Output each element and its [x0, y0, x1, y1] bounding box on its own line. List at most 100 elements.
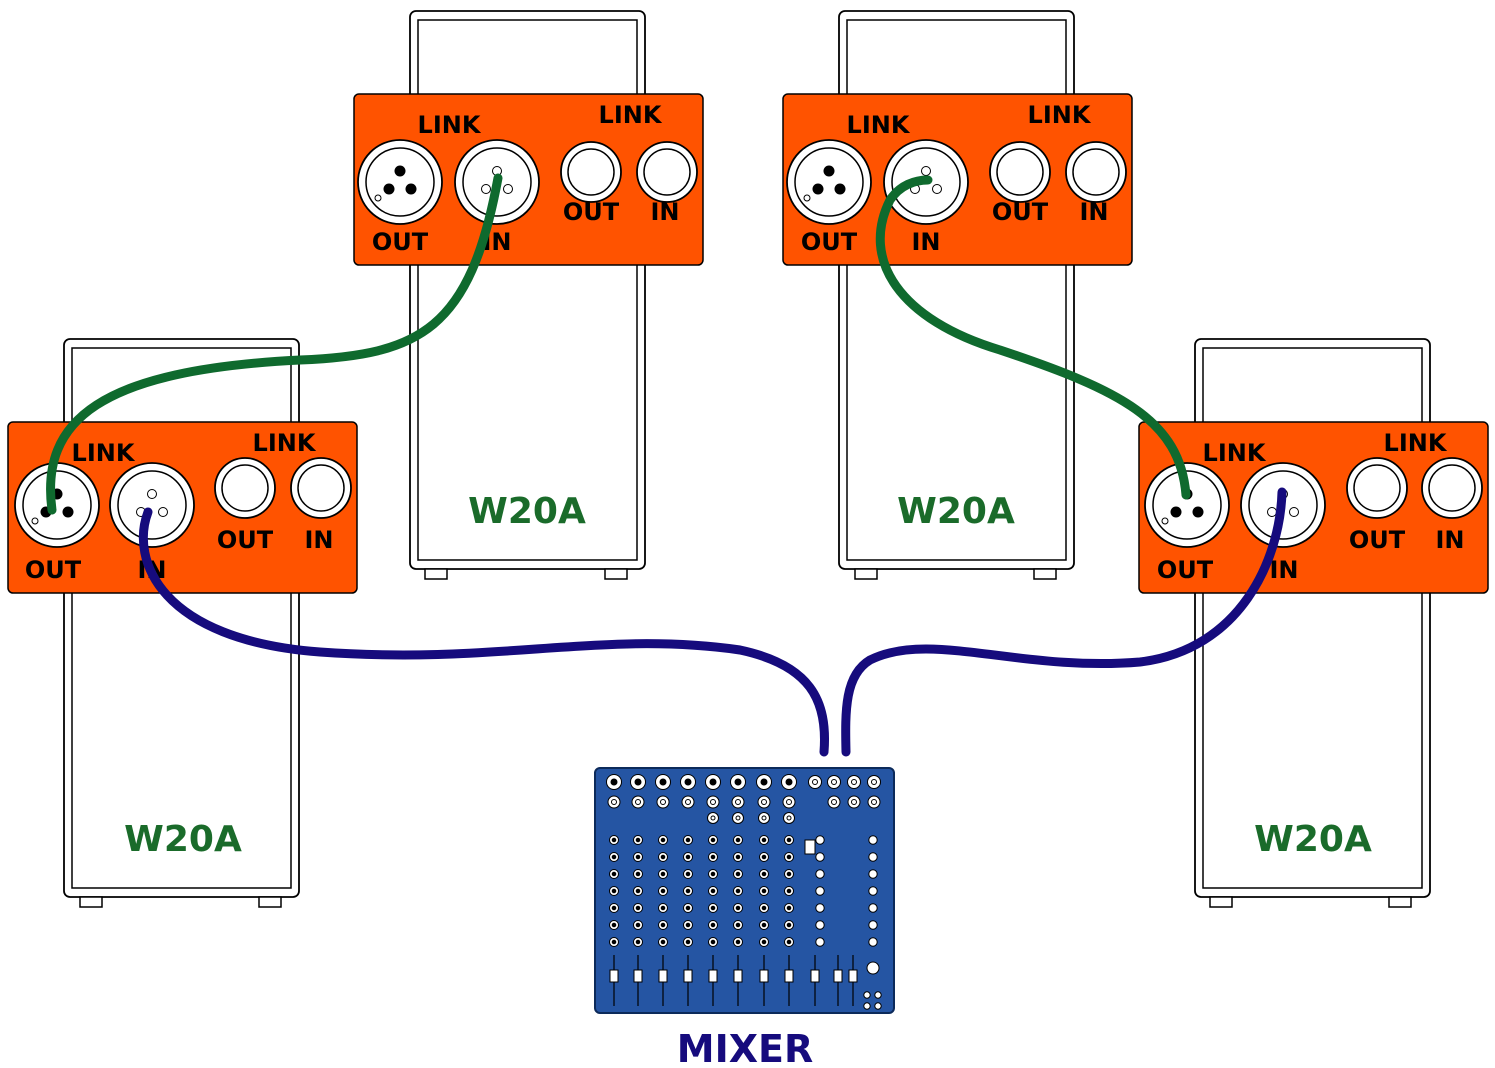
mixer-jack-center[interactable] [786, 799, 792, 805]
mixer-knob-pointer[interactable] [710, 939, 716, 945]
mixer-jack-center[interactable] [735, 815, 741, 821]
mixer-knob-pointer[interactable] [786, 905, 792, 911]
mixer-knob-pointer[interactable] [611, 905, 617, 911]
mixer-master-knob[interactable] [815, 937, 825, 947]
jack-out-connector[interactable] [989, 141, 1051, 203]
mixer-jack-center[interactable] [685, 799, 691, 805]
mixer-knob-pointer[interactable] [660, 905, 666, 911]
mixer-knob-pointer[interactable] [710, 922, 716, 928]
mixer-fader-cap[interactable] [810, 969, 820, 983]
mixer-knob-pointer[interactable] [761, 871, 767, 877]
jack-out-connector[interactable] [1346, 457, 1408, 519]
mixer-knob-pointer[interactable] [611, 854, 617, 860]
mixer-master-knob[interactable] [868, 937, 878, 947]
mixer-knob-pointer[interactable] [735, 837, 741, 843]
mixer-knob-pointer[interactable] [685, 854, 691, 860]
mixer-knob-pointer[interactable] [611, 922, 617, 928]
jack-in-connector[interactable] [636, 141, 698, 203]
mixer-knob-pointer[interactable] [611, 888, 617, 894]
mixer-knob-pointer[interactable] [786, 922, 792, 928]
jack-in-connector[interactable] [290, 457, 352, 519]
mixer-jack-center[interactable] [761, 799, 767, 805]
mixer-jack-center[interactable] [710, 799, 716, 805]
mixer-jack-center[interactable] [831, 779, 837, 785]
mixer-jack-center[interactable] [871, 799, 877, 805]
mixer-jack-center[interactable] [761, 815, 767, 821]
mixer-knob-pointer[interactable] [786, 939, 792, 945]
mixer-knob-pointer[interactable] [635, 939, 641, 945]
mixer-xlr-pins[interactable] [659, 778, 667, 786]
mixer-jack-center[interactable] [611, 799, 617, 805]
mixer-master-knob[interactable] [868, 852, 878, 862]
mixer-knob-pointer[interactable] [761, 854, 767, 860]
mixer-fader-cap[interactable] [609, 969, 619, 983]
mixer-master-knob[interactable] [868, 903, 878, 913]
jack-out-connector[interactable] [560, 141, 622, 203]
mixer-knob-pointer[interactable] [735, 939, 741, 945]
xlr-out-connector[interactable] [14, 462, 100, 548]
mixer-knob-pointer[interactable] [635, 905, 641, 911]
mixer-xlr-pins[interactable] [785, 778, 793, 786]
mixer-fader-cap[interactable] [708, 969, 718, 983]
mixer-jack-center[interactable] [786, 815, 792, 821]
mixer-fader-cap[interactable] [759, 969, 769, 983]
mixer-led[interactable] [874, 1002, 882, 1010]
mixer-jack-center[interactable] [710, 815, 716, 821]
xlr-in-connector[interactable] [109, 462, 195, 548]
mixer-knob-pointer[interactable] [761, 837, 767, 843]
mixer-xlr-pins[interactable] [709, 778, 717, 786]
mixer-knob-pointer[interactable] [710, 871, 716, 877]
xlr-out-connector[interactable] [357, 139, 443, 225]
mixer-knob-pointer[interactable] [710, 905, 716, 911]
mixer-knob-pointer[interactable] [710, 888, 716, 894]
xlr-out-connector[interactable] [1144, 462, 1230, 548]
mixer-knob-pointer[interactable] [710, 837, 716, 843]
mixer-knob-pointer[interactable] [635, 854, 641, 860]
mixer-fader-cap[interactable] [733, 969, 743, 983]
mixer-knob-pointer[interactable] [685, 837, 691, 843]
xlr-out-connector[interactable] [786, 139, 872, 225]
mixer-jack-center[interactable] [735, 799, 741, 805]
mixer-knob-pointer[interactable] [735, 871, 741, 877]
mixer-fader-cap[interactable] [833, 969, 843, 983]
mixer-fader-cap[interactable] [784, 969, 794, 983]
mixer-master-knob[interactable] [868, 869, 878, 879]
mixer-fader-cap[interactable] [683, 969, 693, 983]
mixer-master-knob[interactable] [815, 852, 825, 862]
mixer-knob-pointer[interactable] [611, 837, 617, 843]
mixer-knob-pointer[interactable] [761, 905, 767, 911]
mixer-knob-pointer[interactable] [685, 888, 691, 894]
mixer-knob-pointer[interactable] [611, 939, 617, 945]
mixer-knob-pointer[interactable] [735, 888, 741, 894]
mixer-knob-pointer[interactable] [635, 837, 641, 843]
mixer-knob-pointer[interactable] [761, 939, 767, 945]
mixer-fader-cap[interactable] [848, 969, 858, 983]
mixer-master-knob[interactable] [815, 886, 825, 896]
mixer-xlr-pins[interactable] [684, 778, 692, 786]
mixer-knob-pointer[interactable] [786, 871, 792, 877]
mixer-fader-cap[interactable] [658, 969, 668, 983]
mixer-knob-pointer[interactable] [660, 871, 666, 877]
mixer-xlr-pins[interactable] [734, 778, 742, 786]
mixer-knob-pointer[interactable] [611, 871, 617, 877]
mixer-knob-pointer[interactable] [660, 939, 666, 945]
mixer-led[interactable] [874, 991, 882, 999]
mixer-led[interactable] [863, 1002, 871, 1010]
mixer-jack-center[interactable] [635, 799, 641, 805]
mixer-led[interactable] [863, 991, 871, 999]
mixer-knob-pointer[interactable] [685, 871, 691, 877]
mixer-knob-pointer[interactable] [660, 837, 666, 843]
mixer-knob-pointer[interactable] [761, 922, 767, 928]
jack-in-connector[interactable] [1421, 457, 1483, 519]
jack-in-connector[interactable] [1065, 141, 1127, 203]
mixer-xlr-pins[interactable] [610, 778, 618, 786]
mixer-knob-pointer[interactable] [786, 888, 792, 894]
mixer-fader-cap[interactable] [633, 969, 643, 983]
mixer-master-knob[interactable] [815, 835, 825, 845]
mixer-phones-jack[interactable] [866, 961, 880, 975]
mixer-jack-center[interactable] [660, 799, 666, 805]
mixer-jack-center[interactable] [831, 799, 837, 805]
jack-out-connector[interactable] [214, 457, 276, 519]
mixer-knob-pointer[interactable] [735, 905, 741, 911]
mixer-knob-pointer[interactable] [786, 854, 792, 860]
